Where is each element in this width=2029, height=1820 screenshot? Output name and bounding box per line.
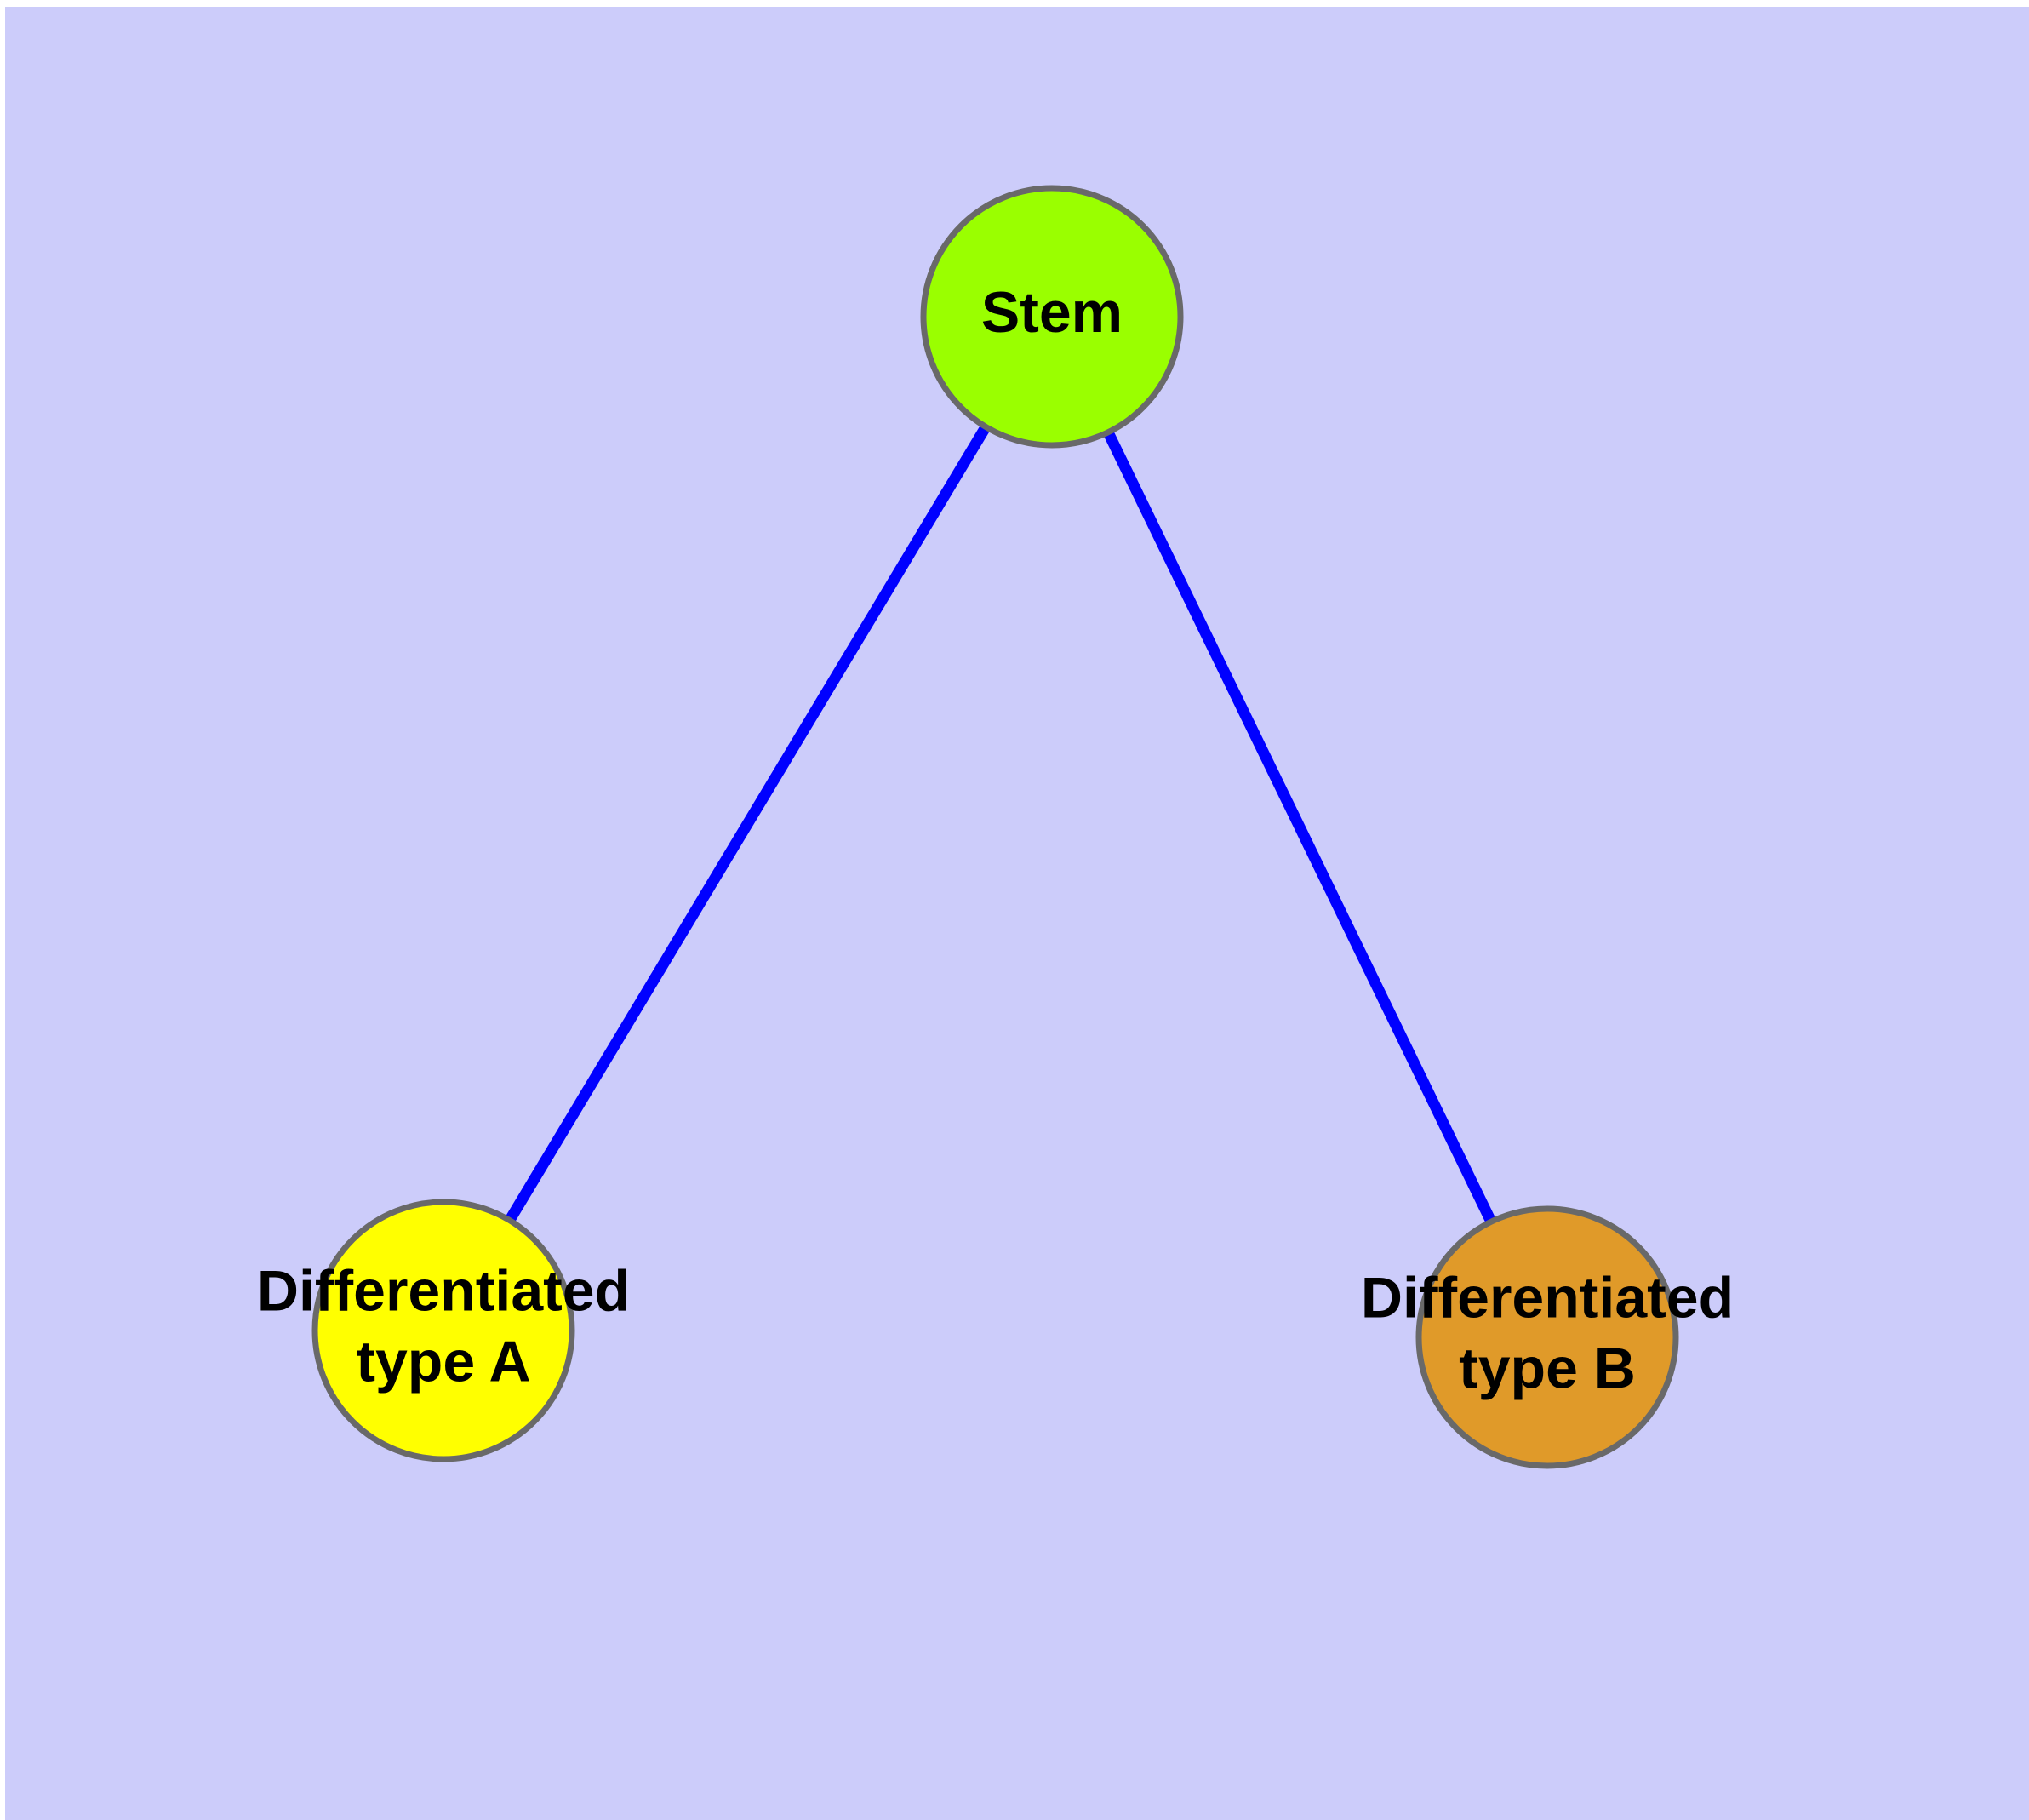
- edge-stem-diff-a: [505, 424, 991, 1223]
- node-label-line: type B: [1459, 1336, 1636, 1400]
- node-diff_b[interactable]: [1415, 1205, 1679, 1469]
- node-label-stem: Stem: [981, 280, 1123, 345]
- node-label-line: type A: [356, 1329, 530, 1394]
- edge-stem-diff-b: [1103, 430, 1496, 1224]
- node-diff_a[interactable]: [311, 1199, 575, 1462]
- node-label-line: Differentiated: [1361, 1265, 1734, 1330]
- nodes-layer: [311, 185, 1679, 1469]
- node-label-line: Stem: [981, 280, 1123, 345]
- edges-layer: [505, 424, 1496, 1224]
- node-stem[interactable]: [920, 185, 1184, 449]
- node-label-line: Differentiated: [257, 1258, 630, 1323]
